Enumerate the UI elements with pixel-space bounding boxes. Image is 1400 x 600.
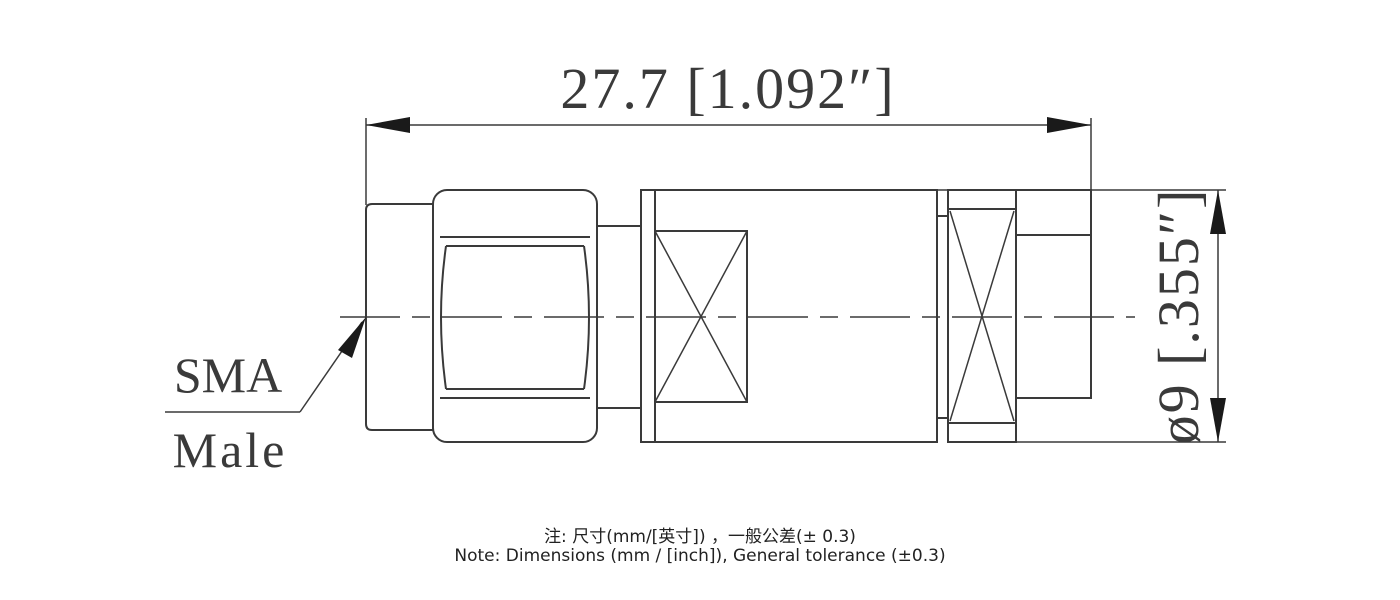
- hex-nut-outline: [432, 189, 598, 443]
- callout-label-sma: SMA: [174, 347, 282, 403]
- diameter-arrow-top: [1210, 190, 1226, 234]
- connector-technical-drawing: 27.7 [1.092″]: [165, 56, 1226, 478]
- rear-cylinder: [1015, 189, 1092, 399]
- length-arrow-left: [366, 117, 410, 133]
- length-arrow-right: [1047, 117, 1091, 133]
- sma-male-callout: SMA Male: [165, 317, 366, 478]
- diameter-dimension: ø9 [.355″]: [937, 188, 1226, 445]
- callout-arrow: [338, 317, 366, 358]
- rear-hex-cross-2: [949, 210, 1015, 422]
- sma-front-body: [365, 203, 434, 431]
- hex-nut-curve-left: [440, 245, 447, 390]
- diameter-dimension-label: ø9 [.355″]: [1146, 188, 1211, 445]
- diameter-arrow-bottom: [1210, 398, 1226, 442]
- hex-nut-curve-right: [583, 245, 590, 390]
- rear-hex: [947, 189, 1017, 443]
- main-body: [640, 189, 938, 443]
- rear-cylinder-outline: [1015, 189, 1092, 399]
- main-body-outline: [640, 189, 938, 443]
- sma-plug-outline: [365, 203, 434, 431]
- callout-label-male: Male: [173, 422, 288, 478]
- length-dimension: 27.7 [1.092″]: [365, 56, 1092, 235]
- note-chinese: 注: 尺寸(mm/[英寸]) ，一般公差(± 0.3): [544, 527, 856, 547]
- wrench-flat-left: [654, 230, 748, 403]
- note-english: Note: Dimensions (mm / [inch]), General …: [454, 546, 946, 566]
- length-dimension-label: 27.7 [1.092″]: [560, 56, 895, 121]
- hex-coupling-nut: [432, 189, 598, 443]
- wrench-flat-left-cross-2: [654, 230, 748, 403]
